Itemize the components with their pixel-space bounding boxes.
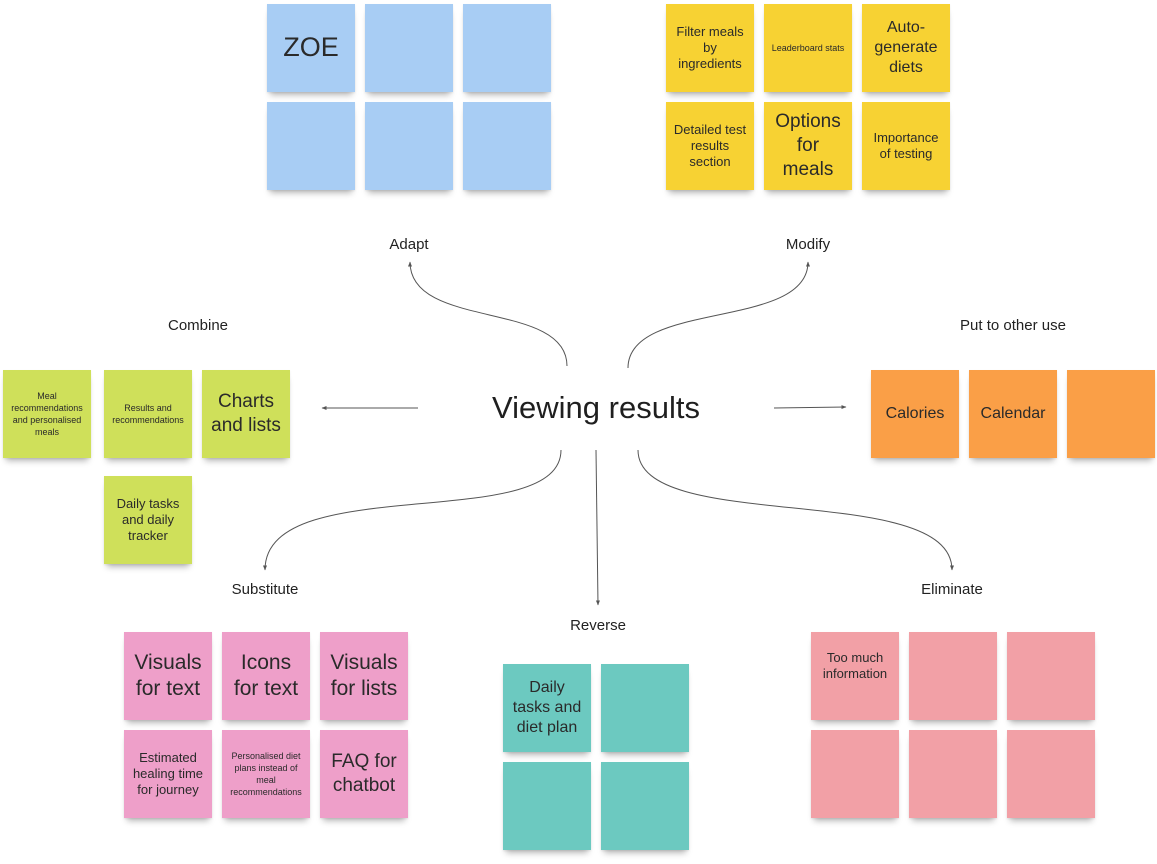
sticky-note-reverse[interactable] (601, 664, 689, 752)
sticky-note-adapt[interactable] (365, 4, 453, 92)
branch-label-put-to-other-use: Put to other use (960, 317, 1066, 334)
sticky-note-substitute[interactable]: Visuals for lists (320, 632, 408, 720)
sticky-note-substitute[interactable]: Icons for text (222, 632, 310, 720)
sticky-note-put-to-other-use[interactable] (1067, 370, 1155, 458)
sticky-note-substitute[interactable]: Personalised diet plans instead of meal … (222, 730, 310, 818)
sticky-note-modify[interactable]: Leaderboard stats (764, 4, 852, 92)
sticky-note-modify[interactable]: Importance of testing (862, 102, 950, 190)
sticky-note-adapt[interactable]: ZOE (267, 4, 355, 92)
sticky-note-combine[interactable]: Results and recommendations (104, 370, 192, 458)
sticky-note-reverse[interactable] (601, 762, 689, 850)
center-title: Viewing results (492, 390, 700, 425)
branch-label-substitute: Substitute (231, 581, 299, 598)
sticky-note-adapt[interactable] (267, 102, 355, 190)
sticky-note-adapt[interactable] (365, 102, 453, 190)
sticky-note-combine[interactable]: Charts and lists (202, 370, 290, 458)
sticky-note-reverse[interactable] (503, 762, 591, 850)
sticky-note-modify[interactable]: Detailed test results section (666, 102, 754, 190)
sticky-note-modify[interactable]: Filter meals by ingredients (666, 4, 754, 92)
sticky-note-eliminate[interactable] (909, 730, 997, 818)
sticky-note-substitute[interactable]: FAQ for chatbot (320, 730, 408, 818)
sticky-note-put-to-other-use[interactable]: Calendar (969, 370, 1057, 458)
sticky-note-combine[interactable]: Meal recommendations and personalised me… (3, 370, 91, 458)
sticky-note-eliminate[interactable] (1007, 730, 1095, 818)
branch-label-reverse: Reverse (570, 617, 626, 634)
sticky-note-modify[interactable]: Options for meals (764, 102, 852, 190)
connector-eliminate (637, 449, 954, 571)
sticky-note-modify[interactable]: Auto-generate diets (862, 4, 950, 92)
connector-adapt (408, 261, 568, 367)
connector-put-to-other-use (773, 405, 847, 410)
sticky-note-eliminate[interactable] (811, 730, 899, 818)
sticky-note-put-to-other-use[interactable]: Calories (871, 370, 959, 458)
sticky-note-adapt[interactable] (463, 102, 551, 190)
connector-modify (627, 261, 810, 369)
sticky-note-substitute[interactable]: Estimated healing time for journey (124, 730, 212, 818)
branch-label-modify: Modify (785, 236, 831, 253)
connector-substitute (263, 449, 562, 571)
sticky-note-eliminate[interactable]: Too much information (811, 632, 899, 720)
sticky-note-eliminate[interactable] (1007, 632, 1095, 720)
branch-label-combine: Combine (167, 317, 229, 334)
connector-reverse (595, 449, 600, 606)
branch-label-eliminate: Eliminate (921, 581, 983, 598)
sticky-note-substitute[interactable]: Visuals for text (124, 632, 212, 720)
sticky-note-eliminate[interactable] (909, 632, 997, 720)
branch-label-adapt: Adapt (389, 236, 429, 253)
sticky-note-combine[interactable]: Daily tasks and daily tracker (104, 476, 192, 564)
sticky-note-reverse[interactable]: Daily tasks and diet plan (503, 664, 591, 752)
sticky-note-adapt[interactable] (463, 4, 551, 92)
